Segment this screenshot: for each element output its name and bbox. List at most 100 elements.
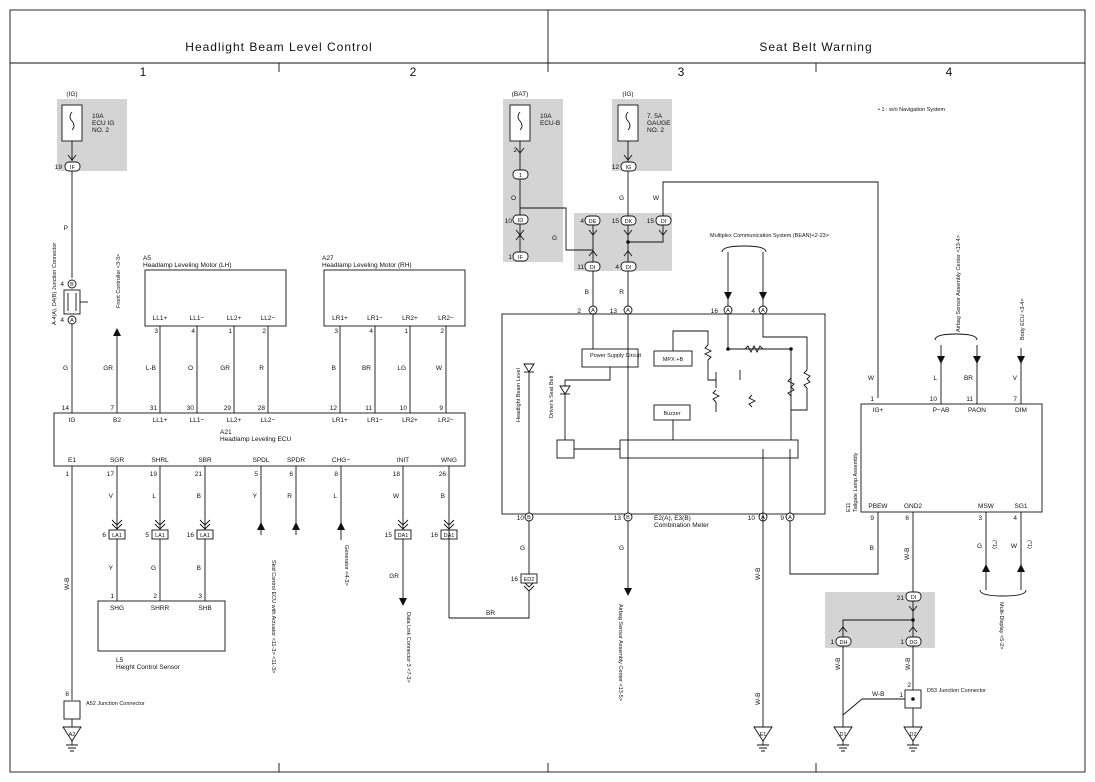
- svg-text:16: 16: [711, 308, 719, 315]
- header-left-title: Headlight Beam Level Control: [185, 40, 372, 54]
- svg-text:4: 4: [615, 264, 619, 271]
- svg-text:A5: A5: [143, 255, 151, 262]
- svg-text:E11: E11: [846, 503, 852, 512]
- column-1: 1: [140, 65, 147, 79]
- fuse-ecu-b: (BAT) 10A ECU-B 2 1: [509, 91, 560, 180]
- svg-text:LL1+: LL1+: [153, 315, 168, 322]
- svg-text:3: 3: [198, 593, 202, 600]
- svg-text:DK: DK: [625, 219, 633, 225]
- svg-text:G: G: [619, 195, 624, 202]
- svg-text:11: 11: [365, 405, 372, 412]
- svg-text:SHRR: SHRR: [151, 605, 170, 612]
- svg-text:P−AB: P−AB: [933, 407, 950, 414]
- svg-text:MPX +B: MPX +B: [663, 357, 684, 363]
- column-4: 4: [946, 65, 953, 79]
- svg-text:21: 21: [195, 471, 203, 478]
- svg-text:ECU IG: ECU IG: [92, 120, 114, 127]
- svg-text:Driver's Seat Belt: Driver's Seat Belt: [549, 375, 555, 418]
- svg-text:B: B: [441, 493, 445, 500]
- svg-text:B2: B2: [113, 417, 121, 424]
- svg-text:Tailgate Lamp Assembly: Tailgate Lamp Assembly: [853, 452, 859, 512]
- svg-text:LL1−: LL1−: [190, 315, 205, 322]
- svg-text:GR: GR: [220, 365, 230, 372]
- svg-text:W: W: [436, 365, 443, 372]
- svg-text:A: A: [726, 308, 730, 314]
- headlamp-leveling-motor-lh: A5 Headlamp Leveling Motor (LH) LL1+ LL1…: [143, 255, 287, 372]
- svg-text:D1: D1: [839, 732, 846, 738]
- fuse-gauge-no2: (IG) 7. 5A GAUGE NO. 2 12 IG: [612, 91, 671, 172]
- airbag-meter-label: Airbag Sensor Assembly Center <13-5>: [617, 604, 623, 701]
- svg-text:G: G: [619, 545, 624, 552]
- svg-text:W-B: W-B: [904, 547, 911, 560]
- svg-text:IG: IG: [69, 417, 76, 424]
- svg-text:L: L: [152, 493, 156, 500]
- svg-text:DI: DI: [661, 219, 667, 225]
- svg-text:W-B: W-B: [755, 567, 762, 580]
- svg-text:B: B: [197, 565, 201, 572]
- svg-text:Y: Y: [253, 493, 258, 500]
- svg-text:IG: IG: [626, 165, 632, 171]
- svg-text:IF: IF: [70, 165, 76, 171]
- svg-text:7. 5A: 7. 5A: [647, 113, 663, 120]
- svg-text:NO. 2: NO. 2: [92, 127, 109, 134]
- svg-text:5: 5: [254, 471, 258, 478]
- svg-text:1: 1: [899, 692, 903, 699]
- header-right-title: Seat Belt Warning: [759, 40, 872, 54]
- svg-text:12: 12: [612, 164, 620, 171]
- svg-text:19: 19: [55, 164, 63, 171]
- svg-text:9: 9: [780, 515, 784, 522]
- frame: [9, 9, 1086, 773]
- svg-text:CHG−: CHG−: [332, 457, 350, 464]
- svg-text:W: W: [868, 375, 875, 382]
- svg-text:PBEW: PBEW: [868, 503, 888, 510]
- svg-text:6: 6: [289, 471, 293, 478]
- svg-text:10: 10: [748, 515, 756, 522]
- svg-text:1: 1: [519, 173, 522, 179]
- svg-text:Combination Meter: Combination Meter: [654, 522, 710, 529]
- svg-text:E1: E1: [68, 457, 76, 464]
- svg-text:16: 16: [187, 532, 195, 539]
- svg-text:21: 21: [897, 595, 905, 602]
- svg-text:INIT: INIT: [397, 457, 409, 464]
- svg-text:R: R: [259, 365, 264, 372]
- junction-block-de-dk-di: 4 DE 15 DK 15 DI 11 DI 4 DI: [577, 215, 672, 272]
- svg-text:18: 18: [393, 471, 401, 478]
- svg-text:16: 16: [431, 532, 439, 539]
- svg-text:GND2: GND2: [904, 503, 922, 510]
- note: • 1 : w/o Navigation System: [878, 107, 945, 113]
- svg-text:16: 16: [511, 576, 519, 583]
- svg-text:B: B: [626, 515, 630, 521]
- svg-text:O: O: [188, 365, 193, 372]
- svg-text:4: 4: [191, 328, 195, 335]
- wire-p: P: [64, 225, 68, 232]
- svg-text:Headlamp Leveling ECU: Headlamp Leveling ECU: [220, 436, 291, 443]
- svg-text:10: 10: [930, 396, 938, 403]
- svg-text:B: B: [332, 365, 336, 372]
- svg-text:2: 2: [262, 328, 266, 335]
- svg-text:BR: BR: [964, 375, 973, 382]
- svg-text:R: R: [619, 289, 624, 296]
- svg-text:(*1): (*1): [991, 540, 997, 549]
- svg-text:29: 29: [224, 405, 232, 412]
- svg-text:DG: DG: [909, 640, 917, 646]
- svg-text:D53 Junction Connector: D53 Junction Connector: [927, 688, 986, 694]
- svg-text:A-4(A), D4(B) Junction Connect: A-4(A), D4(B) Junction Connector: [52, 243, 58, 325]
- svg-text:Y: Y: [109, 565, 114, 572]
- ground-d2: D2: [903, 726, 923, 752]
- svg-text:IG+: IG+: [873, 407, 884, 414]
- svg-text:1: 1: [508, 254, 512, 261]
- svg-text:10: 10: [400, 405, 408, 412]
- svg-text:LG: LG: [397, 365, 406, 372]
- svg-text:1: 1: [404, 328, 408, 335]
- svg-text:LR2−: LR2−: [438, 417, 454, 424]
- svg-text:(*1): (*1): [1026, 540, 1032, 549]
- svg-text:V: V: [1013, 375, 1018, 382]
- svg-text:GAUGE: GAUGE: [647, 120, 671, 127]
- svg-text:2: 2: [907, 682, 911, 689]
- svg-text:LL1−: LL1−: [190, 417, 205, 424]
- data-link-connector-label: Data Link Connector 3 <7-3>: [405, 612, 411, 683]
- svg-text:7: 7: [110, 405, 114, 412]
- junction-connector-di-dh-dg: 21 DI 1 DH 1 DG: [830, 591, 922, 647]
- svg-text:4: 4: [60, 317, 64, 324]
